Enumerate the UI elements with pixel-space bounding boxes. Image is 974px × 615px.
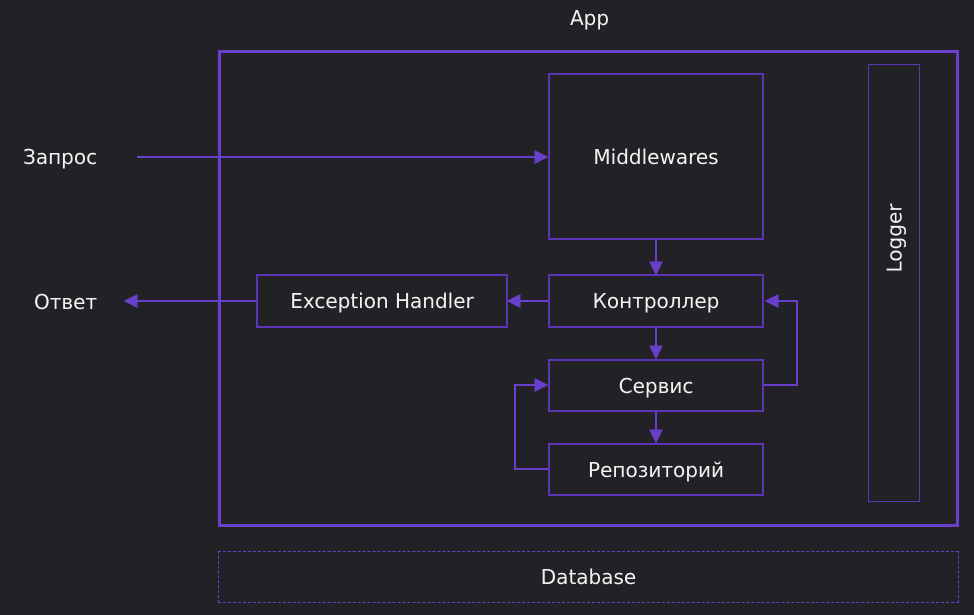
- logger-label-wrap: Logger: [868, 64, 920, 502]
- service-box: Сервис: [548, 359, 764, 412]
- app-title: App: [570, 6, 610, 30]
- request-label: Запрос: [23, 145, 98, 169]
- response-label: Ответ: [34, 290, 98, 314]
- repository-to-service-loop: [514, 378, 549, 470]
- logger-box: [868, 64, 920, 502]
- repository-box: Репозиторий: [548, 443, 764, 496]
- logger-label: Logger: [882, 203, 907, 273]
- database-box: Database: [218, 551, 959, 603]
- exception-handler-box: Exception Handler: [256, 274, 508, 328]
- middlewares-box: Middlewares: [548, 73, 764, 240]
- service-to-controller-loop: [764, 294, 798, 386]
- controller-box: Контроллер: [548, 274, 764, 328]
- app-container: [218, 50, 959, 527]
